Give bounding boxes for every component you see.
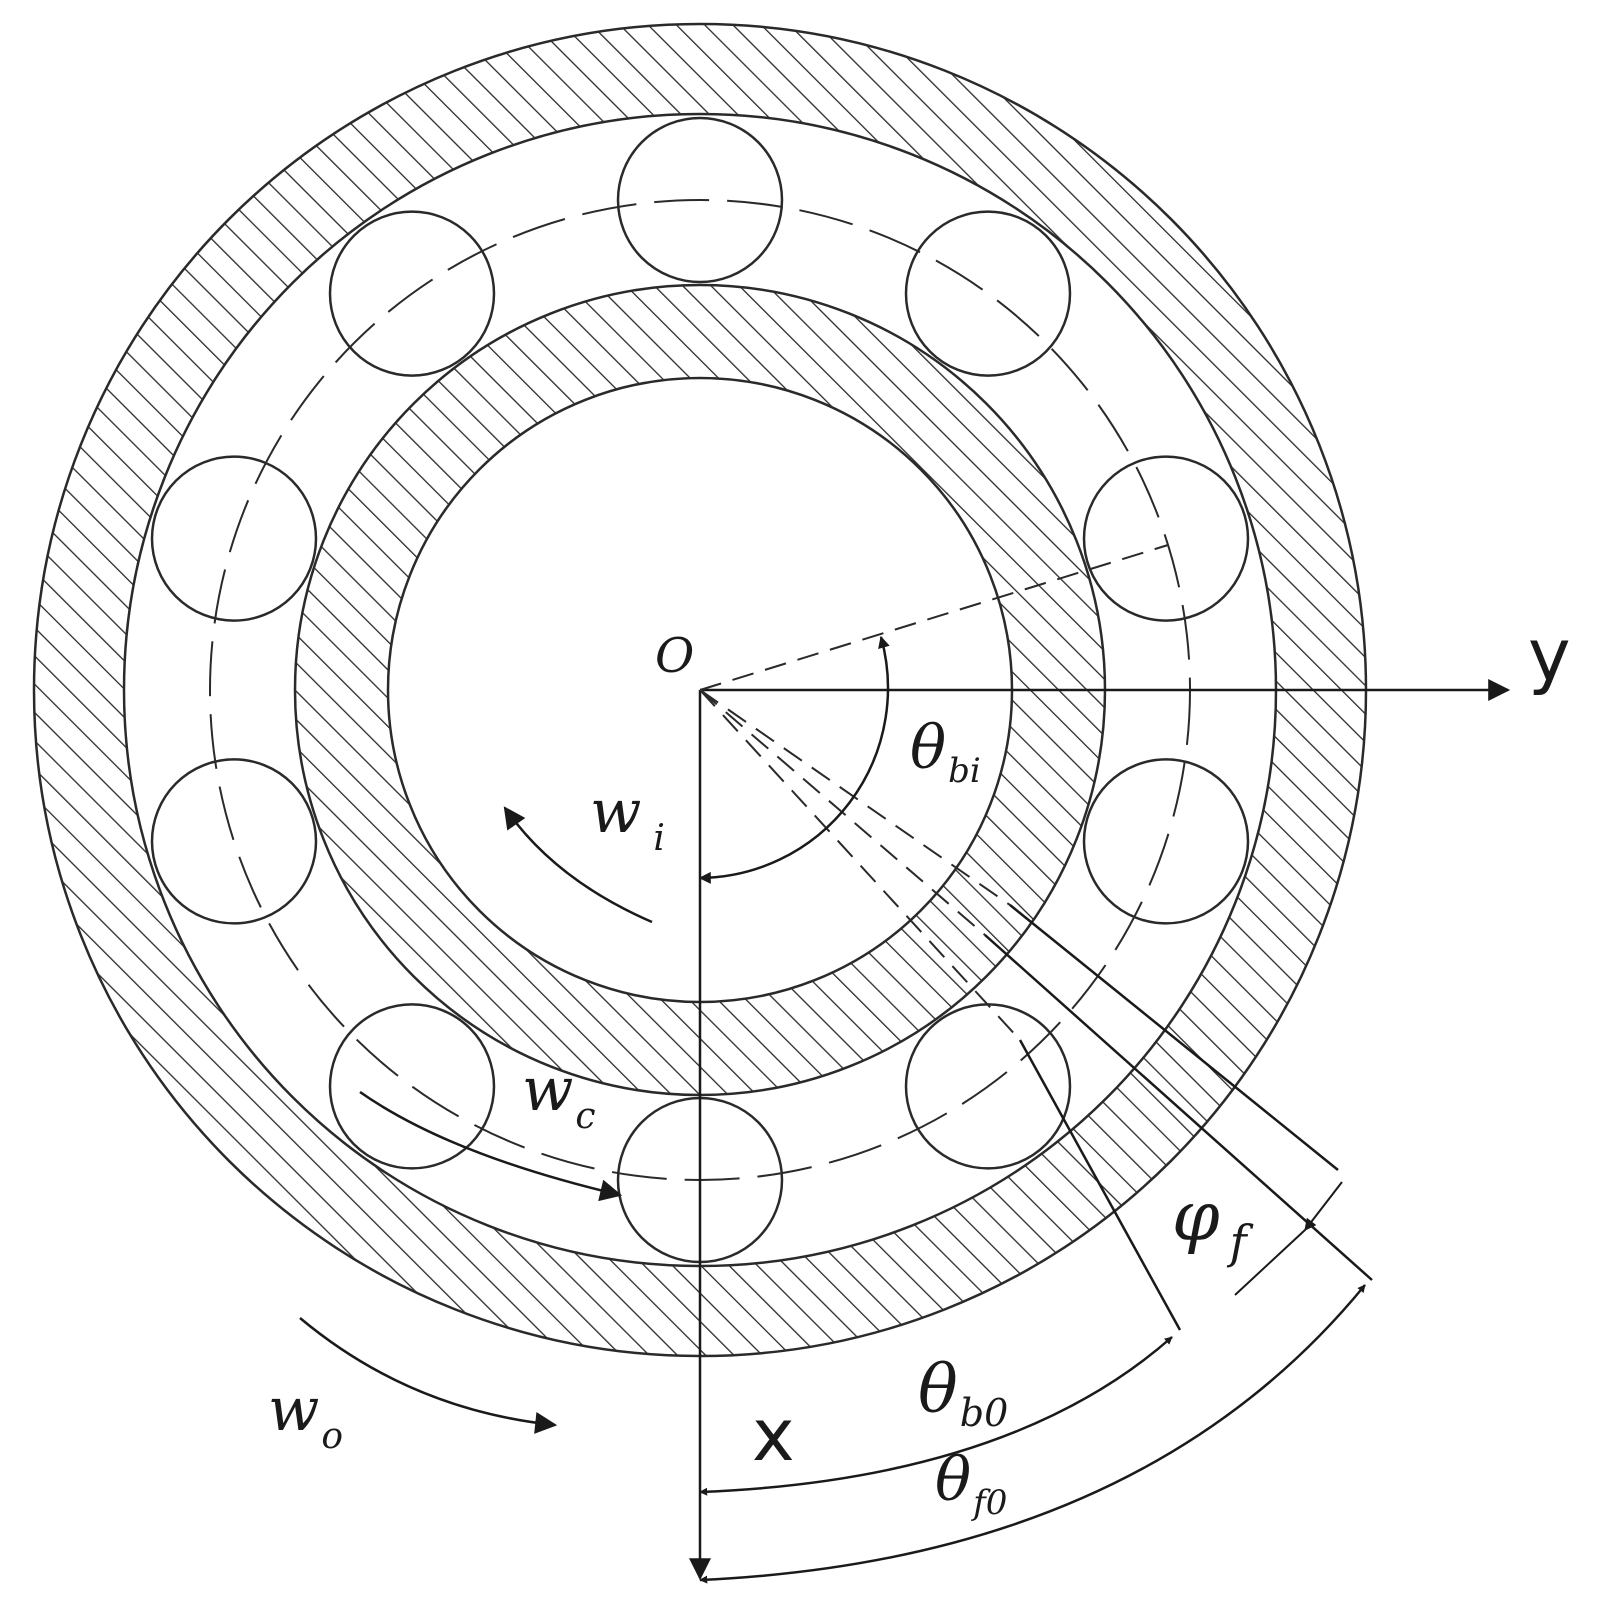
wo-label: wo bbox=[268, 1375, 343, 1457]
rolling-ball bbox=[328, 210, 496, 377]
rolling-ball bbox=[150, 455, 318, 622]
x-axis-label: x bbox=[752, 1393, 795, 1477]
wo-rotation-arrow bbox=[299, 1317, 558, 1434]
extension-line-b0 bbox=[1018, 1039, 1182, 1331]
phi-f-leader bbox=[1234, 1229, 1306, 1296]
theta-f0-arc bbox=[699, 1284, 1366, 1584]
wc-label: wc bbox=[522, 1055, 596, 1137]
extension-line-f2 bbox=[1009, 904, 1339, 1171]
theta-bi-label: θbi bbox=[910, 713, 981, 791]
wc-rotation-arrow bbox=[359, 1090, 623, 1202]
rolling-ball bbox=[150, 758, 318, 925]
rolling-ball bbox=[616, 116, 784, 284]
rolling-ball bbox=[1082, 758, 1250, 925]
origin-label: O bbox=[655, 628, 694, 684]
wi-rotation-arrow bbox=[503, 806, 653, 924]
phi-f-dimension bbox=[1304, 1181, 1343, 1231]
theta-b0-label: θb0 bbox=[918, 1351, 1008, 1435]
y-axis-label: y bbox=[1528, 613, 1571, 697]
rolling-ball bbox=[1082, 455, 1250, 622]
theta-f0-label: θf0 bbox=[935, 1445, 1007, 1523]
rolling-ball bbox=[904, 210, 1072, 377]
theta-bi-arc bbox=[698, 635, 890, 884]
rolling-ball bbox=[328, 1003, 496, 1170]
